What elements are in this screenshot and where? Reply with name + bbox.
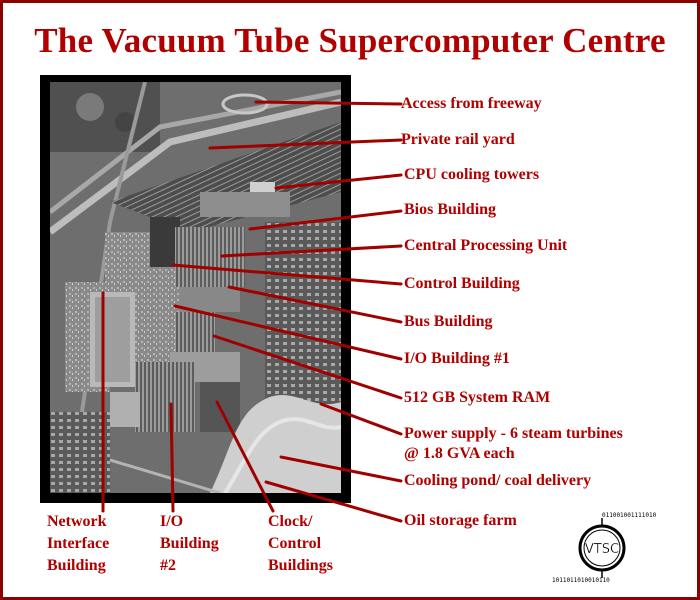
leader-io-building-2 [169,402,175,513]
logo-ring-inner [583,529,621,567]
logo-binary-bottom: 1011011010010110 [552,577,610,584]
logo-binary-top: 011001001111010 [602,512,657,519]
leader-power-supply [319,402,403,436]
label-rail-yard: Private rail yard [401,131,515,148]
aerial-photo-drawing [50,82,341,493]
label-power-supply-line2: @ 1.8 GVA each [404,445,515,462]
label-oil-storage: Oil storage farm [404,512,517,529]
label-io-building-1: I/O Building #1 [404,350,510,367]
leader-clock-control [215,400,275,513]
leader-bios-building [248,209,403,231]
leader-lines [101,100,403,523]
label-power-supply-line1: Power supply - 6 steam turbines [404,425,623,442]
label-network-interface: Network Interface Building [47,513,110,574]
leader-system-ram [212,334,403,400]
leader-cooling-pond [279,455,403,483]
leader-bus-building [227,285,403,324]
leader-rail-yard [208,138,403,150]
logo-text: VTSC [585,542,619,557]
vtsc-logo: 011001001111010 1011011010010110 VTSC [552,512,657,584]
label-cooling-towers: CPU cooling towers [404,166,540,183]
label-bios-building: Bios Building [404,201,497,218]
label-control-building: Control Building [404,275,520,292]
poster-title: The Vacuum Tube Supercomputer Centre [34,21,666,60]
leader-control-building [171,263,403,286]
aerial-photo [50,82,341,493]
label-cooling-pond: Cooling pond/ coal delivery [404,472,592,489]
aerial-photo-frame [40,75,351,503]
label-bus-building: Bus Building [404,313,493,330]
label-access-freeway: Access from freeway [401,95,542,112]
label-io-building-2: I/O Building #2 [160,513,219,574]
leader-cpu [220,244,403,258]
leader-cooling-towers [274,173,403,190]
label-clock-control: Clock/ Control Buildings [268,513,333,574]
leader-access-freeway [254,100,403,106]
label-system-ram: 512 GB System RAM [404,389,551,406]
poster: The Vacuum Tube Supercomputer Centre [3,3,697,597]
label-cpu: Central Processing Unit [404,237,568,254]
leader-io-building-1 [173,304,403,361]
leader-oil-storage [264,480,403,523]
